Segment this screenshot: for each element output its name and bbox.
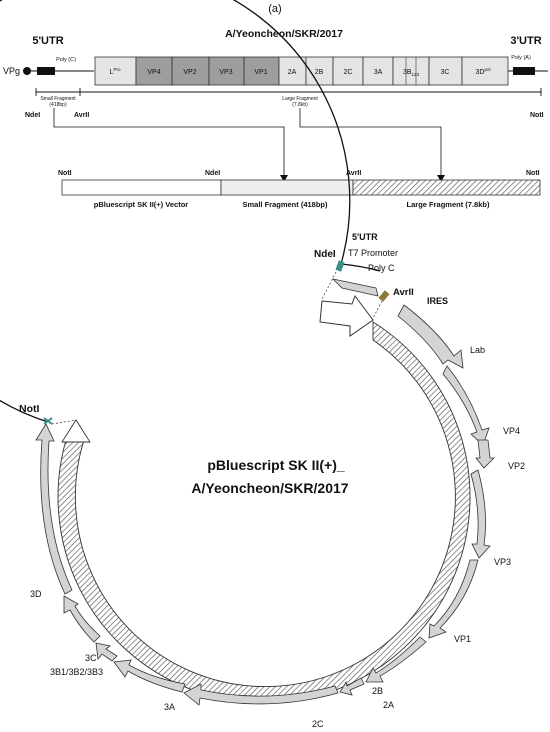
poly-c-box — [37, 67, 55, 75]
vector-block-arrow — [319, 294, 374, 337]
seg-3b — [392, 56, 430, 86]
seg-3a-label: 3A — [374, 69, 383, 76]
label-3a: 3A — [164, 702, 175, 712]
arrow-3a — [113, 659, 186, 693]
genome-site-noti: NotI — [530, 112, 544, 119]
seg-3b-label: 3B123 — [403, 69, 420, 77]
label-2b: 2B — [372, 686, 383, 696]
label-vp3: VP3 — [494, 557, 511, 567]
label-vp4: VP4 — [503, 426, 520, 436]
utr5-label: 5'UTR — [32, 35, 63, 47]
label-polyc: Poly C — [368, 263, 395, 273]
large-fragment-label-1: Large Fragment — [282, 96, 318, 102]
construct-large-fragment — [352, 179, 541, 196]
label-t7: T7 Promoter — [348, 248, 398, 258]
utr3-label: 3'UTR — [510, 35, 541, 47]
construct-small-label: Small Fragment (418bp) — [242, 200, 328, 209]
label-3b: 3B1/3B2/3B3 — [50, 667, 103, 677]
marker-ndei — [335, 260, 345, 272]
arrow-3d — [35, 423, 73, 595]
seg-vp1-label: VP1 — [254, 69, 267, 76]
label-2a: 2A — [383, 700, 394, 710]
seg-3c — [428, 56, 463, 86]
label-ires: IRES — [427, 296, 448, 306]
poly-c-label: Poly (C) — [56, 57, 76, 63]
panel-label: (a) — [268, 3, 281, 15]
construct-large-label: Large Fragment (7.8kb) — [407, 200, 490, 209]
orf-segments: LPro VP4 VP2 VP3 VP1 2A 2B 2C 3A 3B123 3… — [94, 56, 509, 86]
seg-vp3 — [208, 56, 245, 86]
label-2c: 2C — [312, 719, 324, 729]
seg-3c-label: 3C — [441, 69, 450, 76]
genome-site-ndei: NdeI — [25, 112, 40, 119]
plasmid-title-line2: A/Yeoncheon/SKR/2017 — [191, 480, 348, 496]
seg-2c-label: 2C — [344, 69, 353, 76]
label-noti: NotI — [19, 403, 39, 415]
arrow-3b — [95, 642, 118, 662]
seg-3dpol — [461, 56, 509, 86]
label-lab: Lab — [470, 345, 485, 355]
marker-noti — [43, 417, 53, 425]
seg-vp3-label: VP3 — [219, 69, 232, 76]
arrow-vp2 — [470, 469, 491, 559]
poly-a-box — [513, 67, 535, 75]
vpg-label: VPg — [3, 66, 20, 76]
seg-vp2-label: VP2 — [183, 69, 196, 76]
construct-vector — [61, 179, 222, 196]
avrii-dashed-link — [371, 300, 383, 321]
gene-arrows — [35, 278, 495, 706]
seg-2a — [278, 56, 307, 86]
seg-vp1 — [243, 56, 280, 86]
label-avrii: AvrII — [393, 287, 414, 298]
small-fragment-label-2: (418bp) — [49, 102, 67, 108]
construct-vector-label: pBluescript SK II(+) Vector — [94, 200, 188, 209]
arrow-lab — [442, 365, 490, 446]
large-fragment-label-2: (7.8kb) — [292, 102, 308, 108]
arrow-2c — [183, 683, 339, 706]
construct-small-fragment — [220, 179, 354, 196]
arrow-vp1 — [365, 636, 427, 683]
seg-vp4-label: VP4 — [147, 69, 160, 76]
seg-2b-label: 2B — [315, 69, 324, 76]
genome-site-avrii: AvrII — [74, 112, 89, 119]
seg-2a-label: 2A — [288, 69, 297, 76]
arrow-5utr — [331, 278, 379, 297]
small-fragment-label-1: Small Fragment — [40, 96, 76, 102]
label-3d: 3D — [30, 589, 42, 599]
arrow-vp3 — [428, 559, 479, 639]
label-vp2: VP2 — [508, 461, 525, 471]
arrow-vp4 — [475, 439, 495, 469]
construct-site-avrii: AvrII — [346, 170, 361, 177]
small-fragment-connector — [53, 108, 285, 176]
construct-site-ndei: NdeI — [205, 170, 220, 177]
genome-title: A/Yeoncheon/SKR/2017 — [225, 28, 343, 40]
seg-lpro-label: LPro — [110, 67, 121, 76]
insert-ring — [57, 321, 471, 704]
plasmid-title-line1: pBluescript SK II(+)_ — [207, 457, 345, 473]
label-ndei: NdeI — [314, 249, 336, 260]
marker-avrii — [378, 290, 390, 302]
label-vp1: VP1 — [454, 634, 471, 644]
insert-ring-arrowhead — [61, 419, 91, 443]
large-fragment-arrowhead — [437, 175, 445, 182]
label-3c: 3C — [85, 653, 97, 663]
construct-site-noti-left: NotI — [58, 170, 72, 177]
label-5utr: 5'UTR — [352, 232, 378, 242]
large-fragment-connector — [299, 108, 442, 176]
small-fragment-arrowhead — [280, 175, 288, 182]
seg-lpro — [94, 56, 137, 86]
plasmid-backbone — [0, 0, 351, 423]
noti-dashed-link — [51, 419, 77, 425]
arrow-ires — [397, 304, 464, 369]
poly-a-label: Poly (A) — [511, 55, 531, 61]
seg-2c — [332, 56, 364, 86]
construct-site-noti-right: NotI — [526, 170, 540, 177]
seg-3a — [362, 56, 394, 86]
arrow-3c — [63, 595, 101, 643]
arrow-2b — [339, 677, 365, 696]
seg-3dpol-label: 3Dpol — [476, 67, 491, 76]
ndei-dashed-link — [321, 271, 337, 300]
